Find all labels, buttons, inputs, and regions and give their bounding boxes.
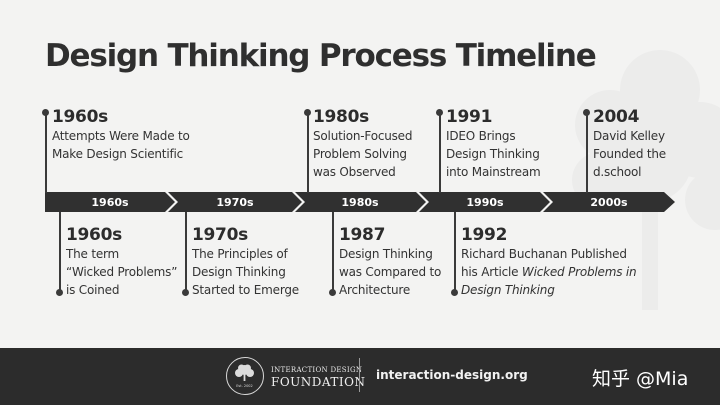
slide: Design Thinking Process Timeline 1960s 1… [42,38,720,310]
event-year: 1970s [192,225,248,245]
segment-label-2000s: 2000s [590,196,628,209]
event-desc: Architecture [339,283,411,297]
event-year: 1960s [66,225,122,245]
event-bottom-1987: 1987 Design Thinking was Compared to Arc… [339,225,441,299]
connector-line [439,113,441,193]
event-bottom-1992: 1992 Richard Buchanan Published his Arti… [461,225,637,299]
tree-watermark-icon [572,50,720,310]
event-bottom-1970s: 1970s The Principles of Design Thinking … [192,225,299,299]
event-desc: Problem Solving [313,147,407,161]
event-desc: The Principles of [192,247,288,261]
event-year: 1980s [313,107,369,127]
event-desc: was Observed [313,165,396,179]
connector-line [586,113,588,193]
event-desc: Started to Emerge [192,283,299,297]
logo-est: Est. 2002 [236,384,253,388]
event-desc: d.school [593,165,642,179]
event-desc: Attempts Were Made to [52,129,190,143]
connector-dot [304,109,311,116]
segment-label-1980s: 1980s [341,196,379,209]
event-desc-prefix: his Article [461,265,522,279]
footer-divider [359,358,360,392]
event-desc: was Compared to [339,265,442,279]
event-desc: Make Design Scientific [52,147,184,161]
event-desc: David Kelley [593,129,665,143]
event-desc: into Mainstream [446,165,541,179]
segment-1960s [45,192,175,212]
segment-label-1970s: 1970s [216,196,254,209]
segment-1970s [168,192,302,212]
segment-1990s [419,192,550,212]
article-title: Design Thinking [461,283,555,297]
event-year: 1987 [339,225,386,245]
event-bottom-1960s: 1960s The term “Wicked Problems” is Coin… [66,225,177,299]
event-desc: Design Thinking [339,247,433,261]
logo-line1: INTERACTION DESIGN [271,366,363,374]
segment-2000s [543,192,675,212]
footer-bar [0,348,720,405]
event-year: 1992 [461,225,508,245]
event-top-2004: 2004 David Kelley Founded the d.school [593,107,666,181]
connector-dot [182,289,189,296]
event-year: 2004 [593,107,640,127]
event-top-1980s: 1980s Solution-Focused Problem Solving w… [313,107,412,181]
connector-line [45,113,47,193]
event-desc: Richard Buchanan Published [461,247,627,261]
timeline-arrow: 1960s 1970s 1980s 1990s 2000s [45,192,675,212]
segment-label-1960s: 1960s [91,196,129,209]
segment-1980s [295,192,426,212]
connector-dot [583,109,590,116]
page-title: Design Thinking Process Timeline [45,38,597,74]
event-desc: Design Thinking [192,265,286,279]
connector-dot [56,289,63,296]
event-top-1991: 1991 IDEO Brings Design Thinking into Ma… [446,107,541,181]
connector-dot [451,289,458,296]
event-desc: Founded the [593,147,666,161]
zhihu-watermark: 知乎 @Mia [592,368,689,390]
event-desc: his Article Wicked Problems in [461,263,637,281]
article-title: Wicked Problems in [521,265,637,279]
connector-line [307,113,309,193]
connector-line [185,212,187,292]
connector-dot [42,109,49,116]
event-top-1960s: 1960s Attempts Were Made to Make Design … [52,107,190,163]
segment-label-1990s: 1990s [466,196,504,209]
connector-line [332,212,334,292]
event-desc: IDEO Brings [446,129,516,143]
logo-line2: FOUNDATION [271,375,366,389]
site-link[interactable]: interaction-design.org [376,368,528,382]
event-desc: Design Thinking [461,281,636,299]
connector-dot [329,289,336,296]
connector-line [59,212,61,292]
event-year: 1991 [446,107,493,127]
event-year: 1960s [52,107,108,127]
connector-dot [436,109,443,116]
event-desc: Design Thinking [446,147,540,161]
event-desc: is Coined [66,283,120,297]
connector-line [454,212,456,292]
event-desc: The term [66,247,120,261]
ixdf-logo-icon[interactable]: Est. 2002 [226,357,264,395]
event-desc: Solution-Focused [313,129,413,143]
event-desc: “Wicked Problems” [66,265,178,279]
